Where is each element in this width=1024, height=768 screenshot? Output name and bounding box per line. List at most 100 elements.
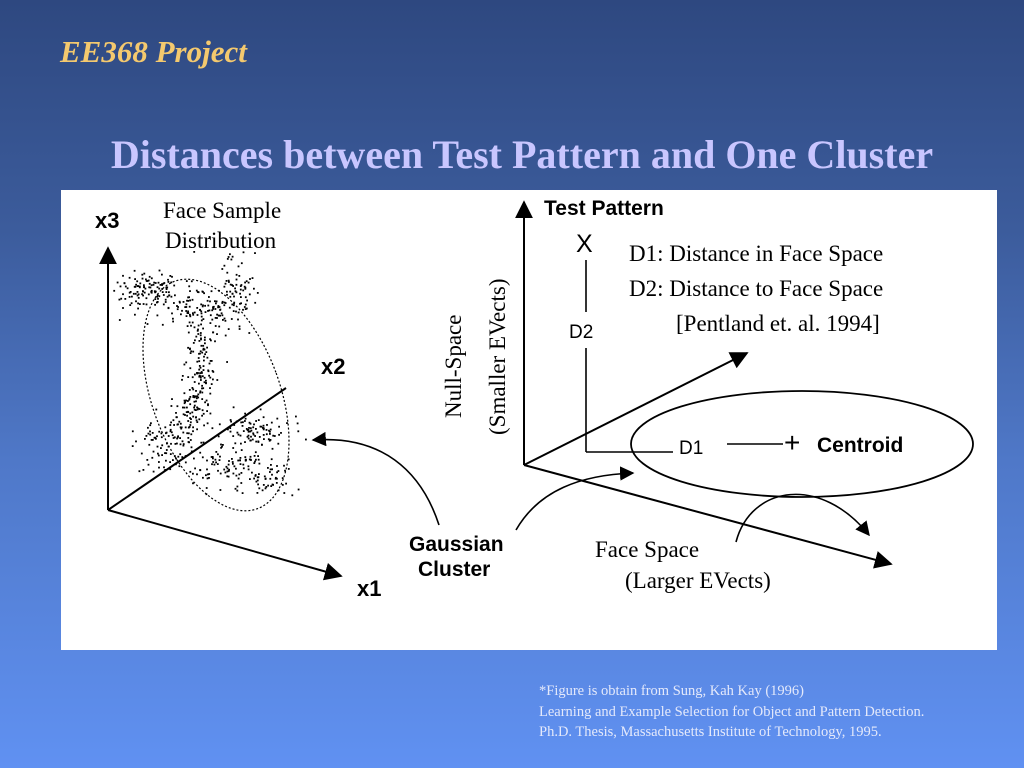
figure-panel: x3 x2 x1 Face Sample Distribution Gaussi…: [61, 190, 997, 650]
scatter-dot: [190, 418, 192, 420]
scatter-dot: [189, 412, 192, 415]
scatter-dot: [232, 304, 235, 307]
left-axes: [99, 246, 343, 581]
scatter-dot: [144, 438, 146, 440]
scatter-dot: [192, 395, 195, 397]
scatter-dot: [212, 378, 214, 381]
scatter-dot: [196, 428, 198, 431]
scatter-dot: [249, 439, 252, 442]
scatter-dot: [235, 291, 238, 294]
scatter-dot: [216, 313, 218, 316]
scatter-dot: [199, 376, 202, 379]
scatter-dot: [162, 303, 165, 306]
scatter-dot: [159, 284, 162, 286]
scatter-dot: [145, 278, 147, 281]
scatter-dot: [170, 281, 173, 284]
scatter-dot: [209, 338, 211, 341]
scatter-dot: [214, 340, 216, 343]
scatter-dot: [180, 427, 183, 430]
scatter-dot: [206, 356, 209, 359]
scatter-dot: [284, 469, 286, 472]
scatter-dot: [169, 424, 172, 426]
scatter-dot: [232, 435, 235, 437]
scatter-dot: [202, 348, 205, 351]
scatter-dot: [296, 422, 299, 425]
scatter-dot: [203, 348, 206, 351]
scatter-dot: [207, 310, 209, 312]
scatter-dot: [258, 462, 261, 465]
scatter-dot: [193, 404, 196, 407]
scatter-dot: [201, 414, 203, 417]
scatter-dot: [239, 459, 241, 462]
scatter-dot: [254, 460, 256, 463]
scatter-dot: [196, 408, 199, 411]
scatter-dot: [198, 382, 200, 385]
scatter-dot: [142, 303, 145, 305]
scatter-dot: [209, 392, 212, 395]
centroid-marker: +: [784, 427, 800, 458]
scatter-dot: [266, 424, 268, 426]
scatter-dot: [235, 273, 238, 276]
scatter-dot: [229, 283, 232, 286]
scatter-dot: [157, 452, 159, 455]
scatter-dot: [208, 309, 211, 312]
scatter-dot: [185, 303, 188, 306]
scatter-dot: [195, 289, 198, 292]
scatter-dot: [275, 482, 278, 484]
scatter-dot: [260, 425, 263, 428]
scatter-dot: [203, 292, 205, 295]
scatter-dot: [120, 297, 123, 300]
scatter-dot: [258, 436, 261, 438]
scatter-dot: [224, 302, 227, 304]
scatter-dot: [189, 421, 192, 424]
scatter-dot: [204, 311, 207, 313]
scatter-dot: [181, 378, 183, 381]
scatter-dot: [201, 456, 204, 459]
scatter-dot: [219, 455, 221, 458]
scatter-dot: [184, 455, 187, 457]
scatter-dot: [215, 300, 218, 303]
legend-reference: [Pentland et. al. 1994]: [676, 311, 880, 336]
scatter-dot: [244, 287, 247, 290]
scatter-dot: [263, 475, 266, 478]
scatter-dot: [179, 426, 182, 429]
scatter-dot: [185, 399, 187, 402]
scatter-dot: [182, 406, 184, 409]
scatter-dot: [188, 296, 190, 299]
scatter-dot: [255, 440, 258, 443]
scatter-dot: [209, 322, 212, 324]
face-space-pointer: [735, 493, 870, 543]
scatter-dot: [205, 351, 208, 353]
scatter-dot: [221, 268, 224, 270]
legend-d1: D1: Distance in Face Space: [629, 241, 883, 266]
scatter-dot: [248, 421, 251, 424]
scatter-dot: [196, 314, 199, 316]
scatter-dot: [249, 455, 252, 458]
scatter-dot: [150, 284, 153, 287]
scatter-dot: [267, 438, 270, 441]
scatter-dot: [139, 282, 142, 285]
scatter-dot: [156, 314, 159, 317]
scatter-dot: [145, 435, 148, 437]
scatter-dot: [256, 292, 259, 294]
scatter-dot: [167, 278, 169, 281]
scatter-dot: [152, 283, 155, 286]
scatter-dot: [152, 470, 155, 473]
scatter-dot: [228, 306, 231, 309]
scatter-dot: [190, 450, 193, 453]
citation-line-2: Learning and Example Selection for Objec…: [539, 703, 925, 720]
scatter-dot: [206, 473, 209, 476]
oblique-axis: [523, 352, 749, 466]
scatter-dot: [237, 265, 240, 268]
scatter-dot: [150, 290, 153, 293]
scatter-dot: [208, 236, 211, 238]
scatter-dot: [197, 291, 200, 294]
scatter-dot: [249, 278, 251, 280]
scatter-dot: [180, 426, 183, 429]
scatter-dot: [187, 411, 190, 413]
scatter-dot: [171, 434, 174, 437]
scatter-dot: [131, 295, 133, 298]
scatter-dot: [270, 458, 273, 461]
scatter-dot: [136, 291, 139, 293]
scatter-dot: [244, 441, 246, 443]
